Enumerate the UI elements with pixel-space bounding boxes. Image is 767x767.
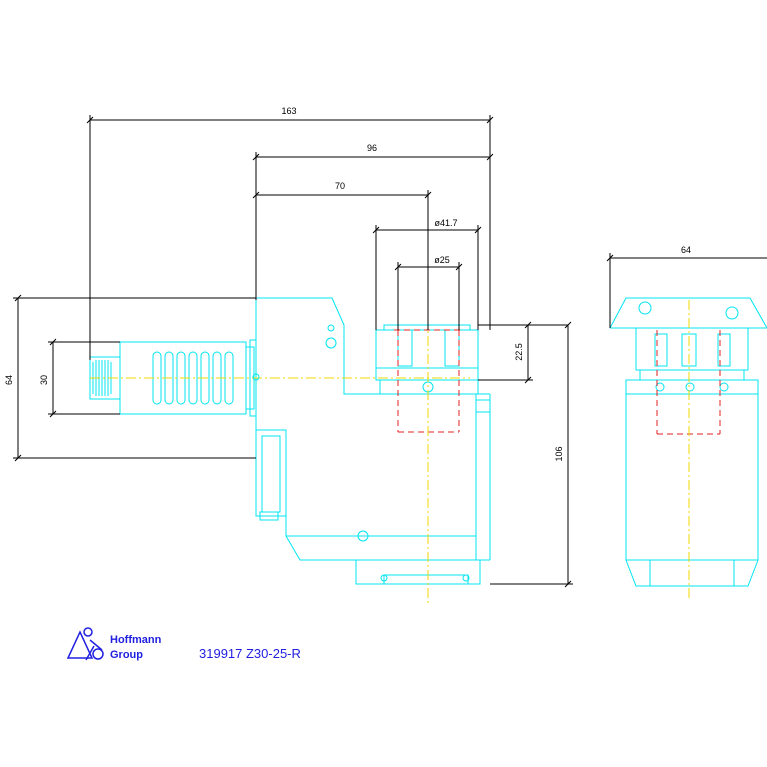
logo-line2: Group bbox=[110, 649, 143, 661]
dim-64-side: 64 bbox=[681, 245, 691, 255]
logo-mark-icon bbox=[66, 627, 104, 661]
dim-diameter-outer: ø41.7 bbox=[434, 218, 457, 228]
dim-22-5: 22.5 bbox=[514, 343, 524, 361]
dimension-labels: 163 96 70 ø41.7 ø25 64 30 22.5 106 64 bbox=[4, 106, 691, 462]
collet-head bbox=[375, 324, 479, 395]
logo-line1: Hoffmann bbox=[110, 634, 162, 646]
side-view bbox=[609, 297, 767, 600]
hoffmann-logo: Hoffmann Group bbox=[66, 627, 162, 661]
dim-30: 30 bbox=[39, 375, 49, 385]
dimension-lines bbox=[13, 115, 767, 588]
front-view bbox=[89, 297, 491, 605]
dim-diameter-inner: ø25 bbox=[434, 255, 450, 265]
part-number: 319917 Z30-25-R bbox=[199, 646, 301, 661]
centerlines-front bbox=[90, 300, 470, 605]
dim-163: 163 bbox=[281, 106, 296, 116]
housing bbox=[255, 297, 491, 585]
dim-70: 70 bbox=[335, 181, 345, 191]
dim-64-height: 64 bbox=[4, 375, 14, 385]
dim-96: 96 bbox=[367, 143, 377, 153]
dim-106: 106 bbox=[554, 446, 564, 461]
